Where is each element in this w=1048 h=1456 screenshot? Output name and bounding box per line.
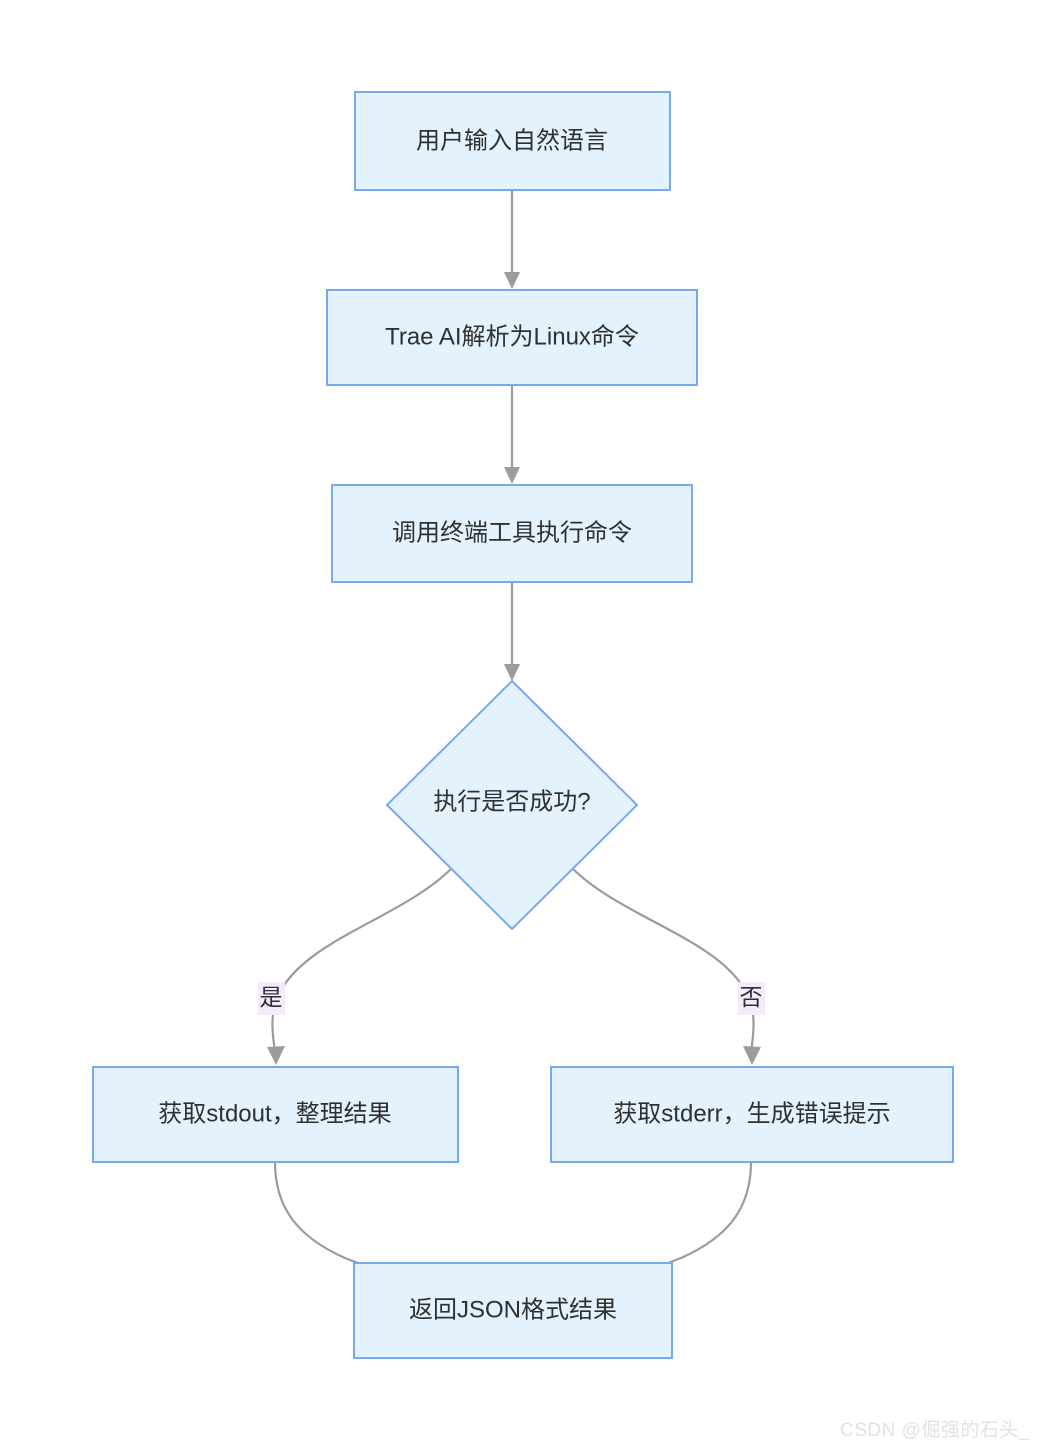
edge-arrowhead	[504, 467, 520, 484]
node-get-stderr[interactable]: 获取stderr，生成错误提示	[550, 1066, 954, 1163]
edge-line	[571, 867, 755, 1053]
edge-label-no: 否	[738, 982, 765, 1015]
edge-arrowhead	[743, 1046, 761, 1065]
node-shape-rect	[326, 289, 698, 386]
node-label: 执行是否成功?	[433, 788, 590, 815]
edge-line	[273, 1161, 381, 1273]
node-label: 返回JSON格式结果	[409, 1296, 617, 1323]
edge-n4-n6	[571, 867, 761, 1065]
node-trae-ai-parse[interactable]: Trae AI解析为Linux命令	[326, 289, 698, 386]
node-return-json[interactable]: 返回JSON格式结果	[353, 1262, 673, 1359]
node-shape-diamond	[385, 679, 639, 931]
node-label: 获取stdout，整理结果	[158, 1100, 391, 1127]
node-label: 用户输入自然语言	[416, 127, 608, 154]
node-shape-rect	[550, 1066, 954, 1163]
edge-n4-n5	[267, 867, 453, 1065]
edge-label-background	[738, 982, 765, 1015]
csdn-watermark: CSDN @倔强的石头_	[840, 1420, 1030, 1441]
node-invoke-terminal[interactable]: 调用终端工具执行命令	[331, 484, 693, 583]
node-decision-success[interactable]: 执行是否成功?	[385, 679, 639, 931]
edge-arrowhead	[504, 272, 520, 289]
node-label: Trae AI解析为Linux命令	[385, 323, 639, 350]
node-shape-rect	[92, 1066, 459, 1163]
edge-label-yes: 是	[258, 982, 285, 1015]
node-shape-rect	[331, 484, 693, 583]
edge-n1-n2	[504, 190, 520, 289]
node-label: 调用终端工具执行命令	[392, 519, 632, 546]
edge-line	[271, 867, 453, 1053]
node-shape-rect	[354, 91, 671, 191]
edge-n3-n4	[504, 582, 520, 681]
node-get-stdout[interactable]: 获取stdout，整理结果	[92, 1066, 459, 1163]
edge-label-text: 否	[740, 984, 763, 1010]
edge-arrowhead	[267, 1046, 285, 1065]
node-label: 获取stderr，生成错误提示	[613, 1100, 890, 1127]
node-user-input[interactable]: 用户输入自然语言	[354, 91, 671, 191]
edge-label-text: 是	[260, 984, 283, 1010]
edge-arrowhead	[504, 664, 520, 681]
edge-line	[645, 1161, 753, 1273]
edge-n2-n3	[504, 385, 520, 484]
edge-label-background	[258, 982, 285, 1015]
node-shape-rect	[353, 1262, 673, 1359]
